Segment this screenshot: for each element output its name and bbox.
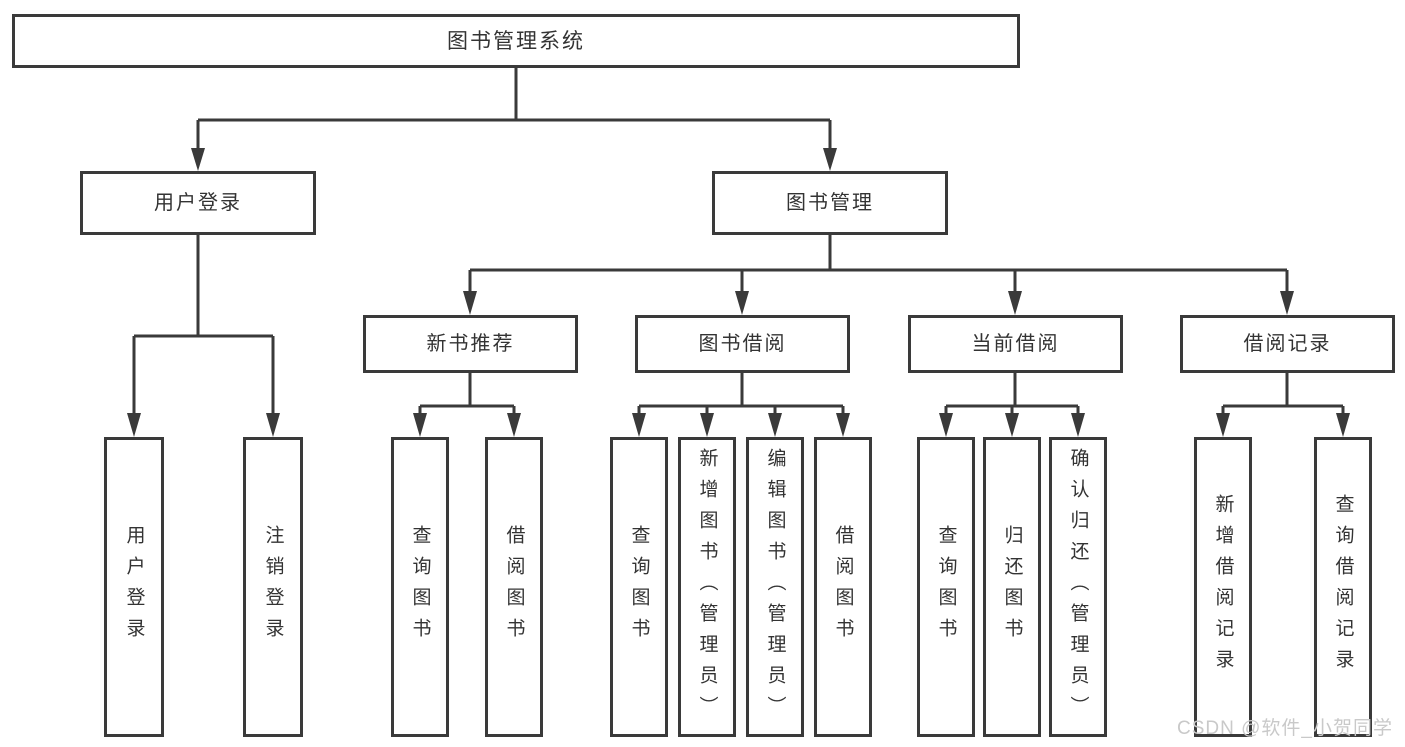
- leaf-query-borrow-record: 查询借阅记录: [1314, 437, 1372, 737]
- leaf-logout-login: 注销登录: [243, 437, 303, 737]
- connector-new-book-to-leaves: [413, 373, 521, 437]
- node-root: 图书管理系统: [12, 14, 1020, 68]
- leaf-user-login: 用户登录: [104, 437, 164, 737]
- connector-book-borrow-to-leaves: [632, 373, 850, 437]
- connector-root-to-level2: [191, 68, 837, 171]
- connector-user-login-to-leaves: [127, 235, 280, 437]
- leaf-query-books-recommend: 查询图书: [391, 437, 449, 737]
- connector-borrow-records-to-leaves: [1216, 373, 1350, 437]
- leaf-return-books: 归还图书: [983, 437, 1041, 737]
- leaf-edit-book-admin: 编辑图书（管理员）: [746, 437, 804, 737]
- node-current-borrowing: 当前借阅: [908, 315, 1123, 373]
- node-borrowing-records: 借阅记录: [1180, 315, 1395, 373]
- leaf-query-books-current: 查询图书: [917, 437, 975, 737]
- node-user-login: 用户登录: [80, 171, 316, 235]
- node-new-book-recommend: 新书推荐: [363, 315, 578, 373]
- leaf-borrow-books-recommend: 借阅图书: [485, 437, 543, 737]
- node-book-management: 图书管理: [712, 171, 948, 235]
- leaf-add-book-admin: 新增图书（管理员）: [678, 437, 736, 737]
- csdn-watermark: CSDN @软件_小贺同学: [1177, 718, 1393, 739]
- node-book-borrowing: 图书借阅: [635, 315, 850, 373]
- leaf-confirm-return-admin: 确认归还（管理员）: [1049, 437, 1107, 737]
- connector-book-mgmt-to-level3: [463, 235, 1294, 315]
- connector-current-borrow-to-leaves: [939, 373, 1085, 437]
- leaf-borrow-books-borrow: 借阅图书: [814, 437, 872, 737]
- leaf-add-borrow-record: 新增借阅记录: [1194, 437, 1252, 737]
- leaf-query-books-borrow: 查询图书: [610, 437, 668, 737]
